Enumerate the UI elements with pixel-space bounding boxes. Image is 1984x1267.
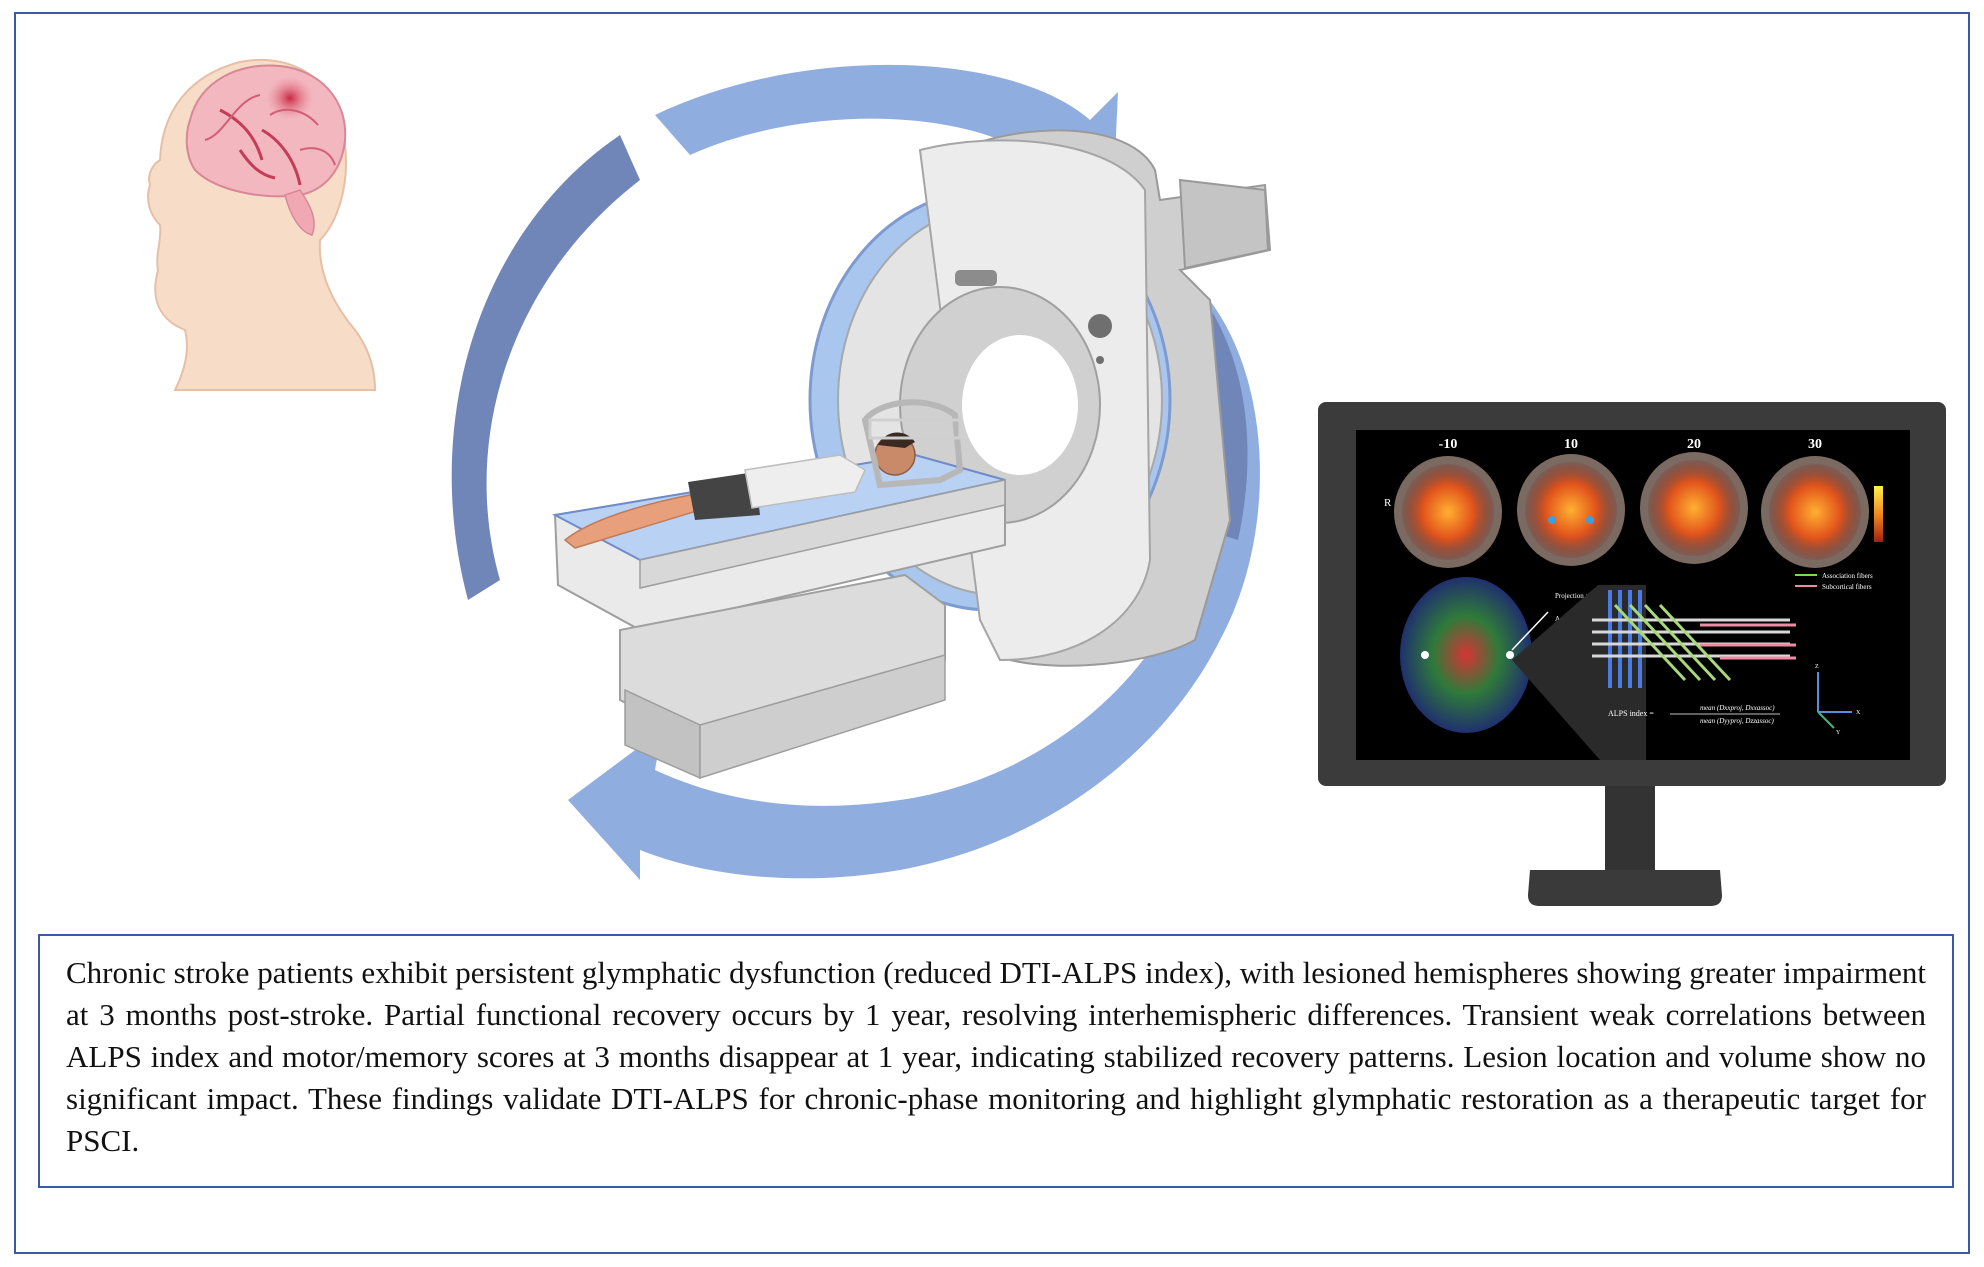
figure-frame [14, 12, 1970, 1254]
top-cycle-arrow [655, 64, 1118, 220]
monitor: -10 10 20 30 R Association fibers Subcor… [1318, 402, 1946, 906]
legend-subcortical-label: Subcortical fibers [1822, 583, 1872, 591]
slice-label: -10 [1439, 437, 1458, 452]
monitor-neck [1605, 786, 1655, 872]
stroke-lesion-spot [266, 76, 314, 120]
alps-formula-lhs: ALPS index = [1608, 709, 1654, 718]
axis-y-label: Y [1836, 730, 1841, 736]
axis-x-label: X [1856, 710, 1861, 716]
bottom-cycle-arrow [568, 270, 1260, 880]
slice-label: 30 [1808, 437, 1822, 452]
mri-scanner-illustration [551, 129, 1272, 780]
summary-text: Chronic stroke patients exhibit persiste… [66, 955, 1926, 1158]
axes-glyph: Z X Y [1815, 664, 1861, 736]
monitor-stand [1528, 870, 1722, 906]
slice-label: 10 [1564, 437, 1578, 452]
alps-formula-numerator: mean (Dxxproj, Dxxassoc) [1700, 704, 1775, 712]
dti-color-map [1400, 577, 1532, 733]
brain-heatmap-slices [1394, 452, 1869, 568]
left-cycle-arrow [451, 135, 640, 600]
color-scale-bar [1874, 486, 1883, 542]
summary-box: Chronic stroke patients exhibit persiste… [38, 934, 1954, 1188]
legend-association-label: Association fibers [1822, 572, 1873, 580]
head-with-brain-illustration [147, 58, 377, 391]
fiber-diagram [1592, 590, 1796, 688]
projection-area-label: Projection area [1555, 592, 1598, 600]
side-label: R [1384, 497, 1392, 509]
alps-formula-denominator: mean (Dyyproj, Dzzassoc) [1700, 717, 1774, 725]
axis-z-label: Z [1815, 664, 1819, 670]
slice-label: 20 [1687, 437, 1701, 452]
